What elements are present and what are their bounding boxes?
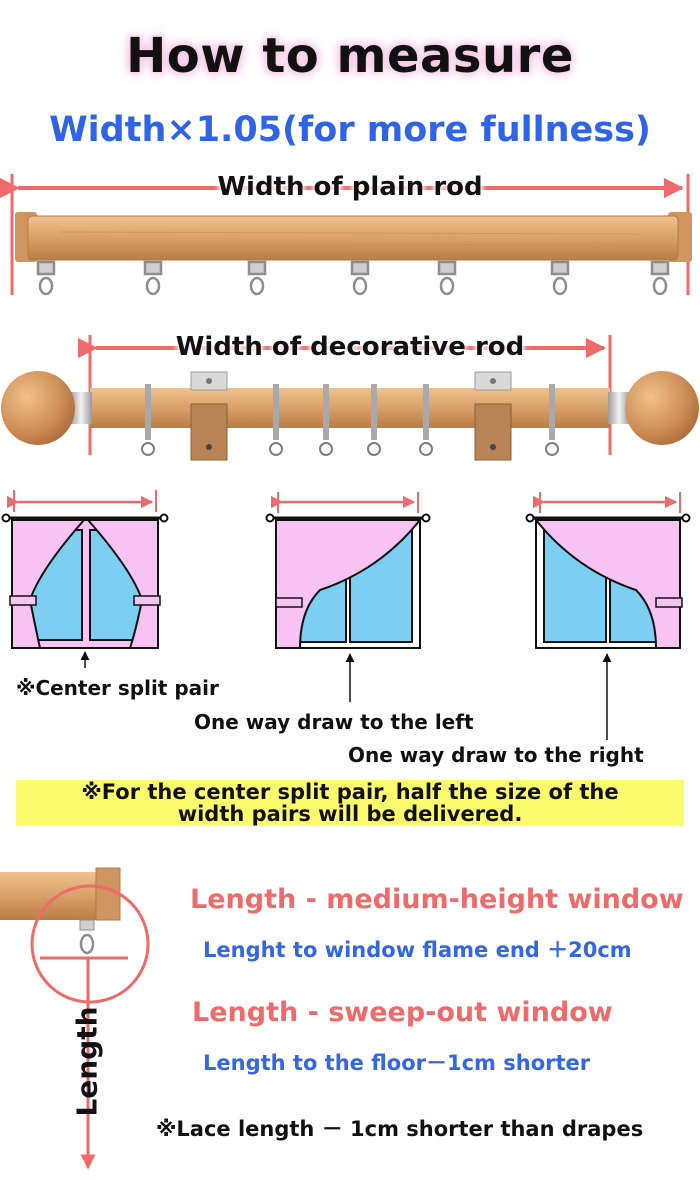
left-draw-window [265,492,431,702]
plain-rod-label: Width of plain rod [217,172,483,202]
page-title: How to measure [126,28,574,84]
lace-length-note: ※Lace length － 1cm shorter than drapes [156,1117,644,1141]
length-axis-label: Length [70,1006,104,1117]
decorative-rod [1,335,699,461]
center-split-caption: ※Center split pair [16,676,219,700]
sweep-window-heading: Length - sweep-out window [192,997,613,1028]
decorative-rod-label: Width of decorative rod [175,332,525,362]
sweep-window-text: Length to the floor－1cm shorter [203,1051,591,1075]
plain-rod [0,174,692,296]
note-line-2: width pairs will be delivered. [177,802,523,826]
medium-window-heading: Length - medium-height window [190,884,684,915]
right-draw-window [525,492,691,740]
right-draw-caption: One way draw to the right [348,743,644,767]
note-line-1: ※For the center split pair, half the siz… [81,780,619,804]
width-formula: Width×1.05(for more fullness) [49,110,651,150]
medium-window-text: Lenght to window flame end ＋20cm [203,938,632,962]
left-draw-caption: One way draw to the left [194,710,474,734]
length-diagram [0,867,150,1170]
center-split-window [1,490,169,668]
center-split-note: ※For the center split pair, half the siz… [16,780,684,826]
